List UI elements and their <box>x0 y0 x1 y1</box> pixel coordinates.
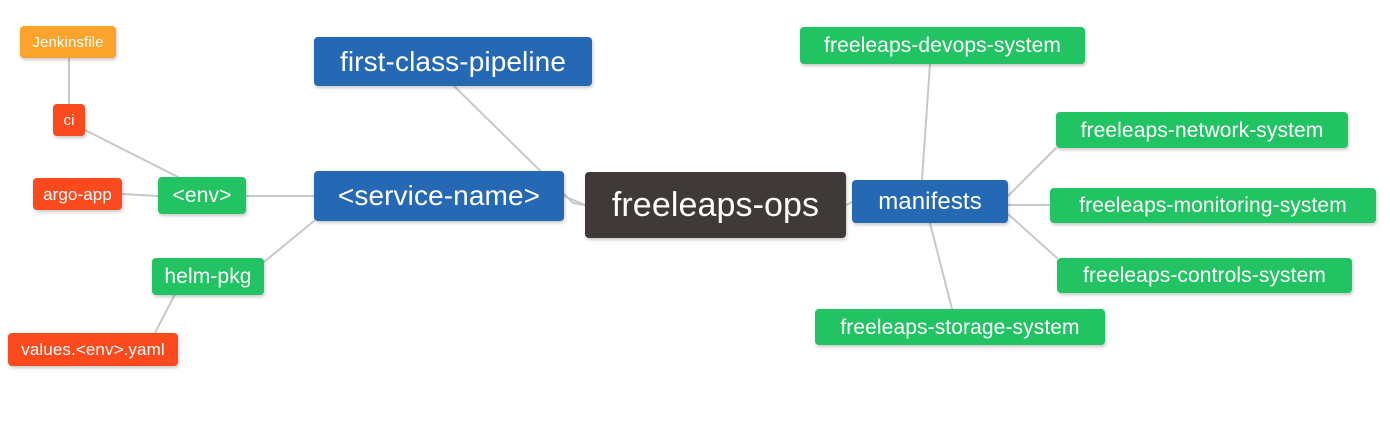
mindmap-node-env[interactable]: <env> <box>158 177 246 214</box>
edge-env-to-argo-app <box>121 193 159 197</box>
mindmap-node-freeleaps-monitoring-system[interactable]: freeleaps-monitoring-system <box>1050 188 1376 223</box>
node-label-values-env-yaml: values.<env>.yaml <box>21 340 165 359</box>
node-label-freeleaps-ops: freeleaps-ops <box>611 186 820 224</box>
node-label-argo-app: argo-app <box>43 184 112 204</box>
mindmap-node-jenkinsfile[interactable]: Jenkinsfile <box>20 26 116 58</box>
node-label-first-class-pipeline: first-class-pipeline <box>339 45 567 77</box>
mindmap-node-argo-app[interactable]: argo-app <box>33 178 122 210</box>
edge-manifests-to-freeleaps-devops-system <box>921 63 931 181</box>
node-label-freeleaps-devops-system: freeleaps-devops-system <box>824 34 1061 57</box>
edge-freeleaps-ops-to-service-name <box>563 195 586 206</box>
edge-helm-pkg-to-values-env-yaml <box>154 293 176 334</box>
node-label-jenkinsfile: Jenkinsfile <box>32 33 104 51</box>
node-label-freeleaps-controls-system: freeleaps-controls-system <box>1083 264 1326 287</box>
mindmap-node-freeleaps-network-system[interactable]: freeleaps-network-system <box>1056 112 1348 148</box>
mindmap-node-freeleaps-controls-system[interactable]: freeleaps-controls-system <box>1057 258 1352 293</box>
node-label-freeleaps-monitoring-system: freeleaps-monitoring-system <box>1079 194 1347 217</box>
mindmap-node-freeleaps-ops[interactable]: freeleaps-ops <box>585 172 846 238</box>
mindmap-node-values-env-yaml[interactable]: values.<env>.yaml <box>8 333 178 366</box>
node-label-freeleaps-storage-system: freeleaps-storage-system <box>840 315 1080 339</box>
mindmap-node-freeleaps-devops-system[interactable]: freeleaps-devops-system <box>800 27 1085 64</box>
edge-env-to-ci <box>84 129 179 178</box>
node-label-helm-pkg: helm-pkg <box>164 265 252 288</box>
edge-manifests-to-freeleaps-storage-system <box>929 222 953 310</box>
edge-manifests-to-freeleaps-network-system <box>1007 147 1057 197</box>
node-label-freeleaps-network-system: freeleaps-network-system <box>1080 118 1324 142</box>
mindmap-node-helm-pkg[interactable]: helm-pkg <box>152 258 264 295</box>
node-label-env: <env> <box>172 184 232 207</box>
mindmap-node-ci[interactable]: ci <box>53 104 85 136</box>
mindmap-node-manifests[interactable]: manifests <box>852 180 1008 223</box>
edge-service-name-to-helm-pkg <box>263 220 315 263</box>
mindmap-node-first-class-pipeline[interactable]: first-class-pipeline <box>314 37 592 86</box>
mindmap-node-service-name[interactable]: <service-name> <box>314 171 564 221</box>
node-label-manifests: manifests <box>878 187 982 215</box>
node-label-service-name: <service-name> <box>337 180 541 211</box>
mindmap-node-freeleaps-storage-system[interactable]: freeleaps-storage-system <box>815 309 1105 345</box>
node-label-ci: ci <box>63 111 75 129</box>
